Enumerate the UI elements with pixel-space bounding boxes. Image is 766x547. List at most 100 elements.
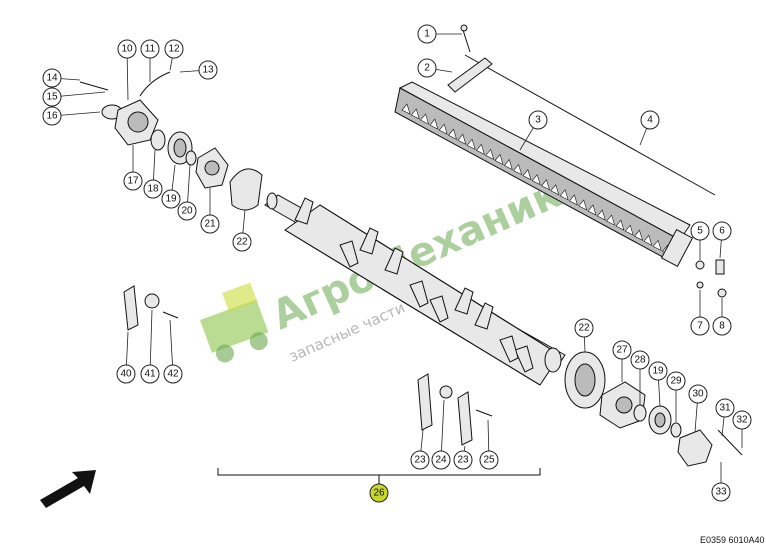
callout-10[interactable]: 10	[117, 39, 137, 59]
knife-tooth	[624, 224, 634, 236]
rotor-flight	[474, 302, 494, 330]
callout-number: 22	[578, 323, 590, 334]
callout-number: 41	[144, 369, 156, 380]
callout-20[interactable]: 20	[177, 201, 197, 221]
callout-17[interactable]: 17	[123, 171, 143, 191]
knife-tooth	[531, 174, 541, 186]
left-bearing-stack	[79, 71, 263, 211]
direction-arrow	[40, 470, 96, 508]
callout-number: 6	[719, 226, 725, 237]
callout-number: 27	[616, 345, 628, 356]
callout-number: 8	[719, 321, 725, 332]
callout-number: 18	[147, 184, 159, 195]
callout-29[interactable]: 29	[666, 371, 686, 391]
callout-number: 16	[46, 111, 58, 122]
callout-22[interactable]: 22	[574, 318, 594, 338]
callout-22[interactable]: 22	[232, 232, 252, 252]
watermark-brand: АгроМеханик	[265, 171, 567, 339]
callout-13[interactable]: 13	[198, 60, 218, 80]
callout-number: 1	[424, 29, 430, 40]
callout-31[interactable]: 31	[715, 398, 735, 418]
knife-bar	[394, 81, 694, 268]
callout-number: 13	[202, 65, 214, 76]
callout-number: 30	[692, 389, 704, 400]
callout-16[interactable]: 16	[42, 106, 62, 126]
callout-8[interactable]: 8	[712, 316, 732, 336]
callout-32[interactable]: 32	[732, 410, 752, 430]
knife-tooth	[485, 148, 495, 161]
knife-tooth	[615, 219, 625, 231]
callout-19[interactable]: 19	[648, 361, 668, 381]
knife-blade-set-right	[417, 373, 493, 446]
callout-18[interactable]: 18	[143, 179, 163, 199]
callout-number: 14	[46, 73, 58, 84]
callout-27[interactable]: 27	[612, 340, 632, 360]
callout-3[interactable]: 3	[528, 110, 548, 130]
callout-33[interactable]: 33	[711, 482, 731, 502]
rotor-flight	[429, 295, 449, 323]
tractor-logo-icon	[200, 282, 269, 363]
knife-tooth	[410, 108, 420, 120]
knife-blade-set-left	[123, 285, 179, 331]
knife-tooth	[652, 239, 662, 251]
fasteners-right	[695, 259, 727, 298]
callout-number: 15	[46, 92, 58, 103]
callout-number: 19	[165, 194, 177, 205]
callout-number: 29	[670, 376, 682, 387]
callout-number: 11	[145, 44, 156, 55]
callout-23[interactable]: 23	[453, 450, 473, 470]
callout-6[interactable]: 6	[712, 221, 732, 241]
callout-4[interactable]: 4	[640, 110, 660, 130]
callout-14[interactable]: 14	[42, 68, 62, 88]
callout-15[interactable]: 15	[42, 87, 62, 107]
knife-tooth	[475, 143, 485, 155]
knife-tooth	[550, 184, 560, 196]
callout-25[interactable]: 25	[479, 450, 499, 470]
reference-code: E0359 6010A40	[700, 535, 765, 545]
knife-tooth	[457, 133, 467, 145]
rotor-shaft	[264, 192, 566, 386]
knife-tooth	[503, 158, 513, 171]
callout-number: 2	[424, 63, 430, 74]
callout-40[interactable]: 40	[116, 364, 136, 384]
callout-28[interactable]: 28	[630, 350, 650, 370]
callout-number: 23	[457, 455, 469, 466]
knife-tooth	[587, 204, 597, 216]
callout-number: 33	[715, 487, 727, 498]
knife-tooth	[420, 113, 430, 125]
callout-41[interactable]: 41	[140, 364, 160, 384]
callout-7[interactable]: 7	[690, 316, 710, 336]
callout-number: 23	[414, 455, 426, 466]
callout-number: 19	[652, 366, 664, 377]
callout-30[interactable]: 30	[688, 384, 708, 404]
rod-assembly	[447, 24, 716, 196]
rotor-flight	[514, 345, 534, 373]
callout-number: 17	[127, 176, 139, 187]
knife-tooth	[494, 153, 504, 166]
callout-12[interactable]: 12	[164, 39, 184, 59]
callout-number: 4	[647, 115, 653, 126]
rotor-flight	[339, 240, 359, 268]
callout-23[interactable]: 23	[410, 450, 430, 470]
callout-21[interactable]: 21	[200, 214, 220, 234]
callout-11[interactable]: 11	[140, 39, 160, 59]
callout-1[interactable]: 1	[417, 24, 437, 44]
callout-2[interactable]: 2	[417, 58, 437, 78]
callout-number: 28	[634, 355, 646, 366]
knife-tooth	[606, 214, 616, 226]
callout-number: 22	[236, 237, 248, 248]
callout-5[interactable]: 5	[690, 221, 710, 241]
callout-42[interactable]: 42	[163, 364, 183, 384]
callout-number: 42	[167, 369, 179, 380]
knife-tooth	[643, 234, 653, 246]
callout-24[interactable]: 24	[431, 450, 451, 470]
rotor-flight	[409, 280, 429, 308]
leader-line	[149, 309, 153, 375]
callout-19[interactable]: 19	[161, 189, 181, 209]
callout-number: 21	[204, 219, 216, 230]
callout-26[interactable]: 26	[369, 483, 389, 503]
callout-number: 31	[719, 403, 731, 414]
assembly-bracket	[217, 468, 541, 484]
